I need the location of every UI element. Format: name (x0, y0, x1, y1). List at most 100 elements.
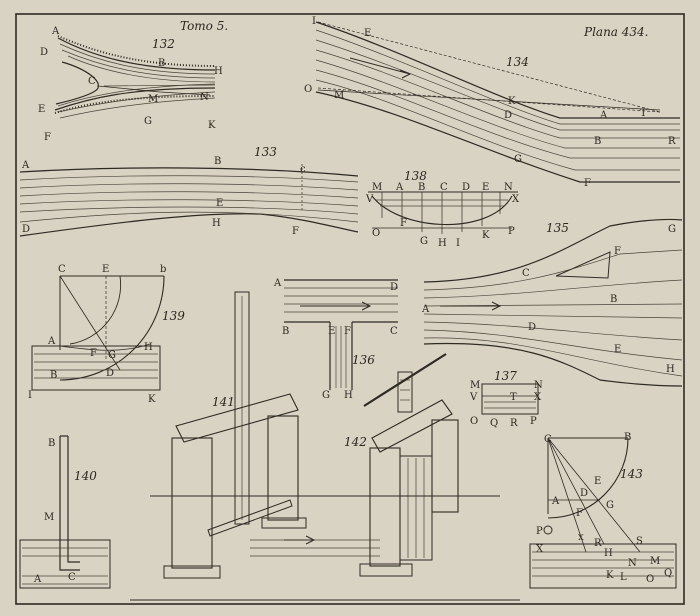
point-label: X (512, 194, 520, 205)
point-label: I (456, 238, 460, 249)
point-label: c (300, 164, 306, 175)
point-label: F (292, 226, 299, 237)
point-label: G (322, 390, 330, 401)
figure-142: 142 (344, 353, 459, 577)
point-label: B (418, 182, 425, 193)
figure-139-number: 139 (162, 309, 185, 323)
point-label: G (606, 500, 614, 511)
point-label: D (528, 322, 536, 333)
point-label: D (106, 368, 114, 379)
point-label: H (438, 238, 447, 249)
point-label: G (420, 236, 428, 247)
point-label: M (44, 512, 54, 523)
point-label: B (282, 326, 289, 337)
figure-134: 134 I E O M K D A T B R G F (304, 16, 680, 189)
figure-139: 139 C E b A F G H B D I K (28, 264, 185, 405)
point-label: F (584, 178, 591, 189)
point-label: P (508, 226, 515, 237)
point-label: C (544, 434, 552, 445)
point-label: D (580, 488, 588, 499)
point-label: O (304, 84, 312, 95)
point-label: I (28, 390, 32, 401)
point-label: Q (490, 418, 498, 429)
point-label: G (668, 224, 676, 235)
point-label: M (470, 380, 480, 391)
point-label: P (536, 526, 543, 537)
point-label: G (514, 154, 522, 165)
point-label: E (482, 182, 489, 193)
point-label: F (44, 132, 51, 143)
point-label: A (47, 336, 56, 347)
figure-134-number: 134 (506, 55, 529, 69)
point-label: Q (664, 568, 672, 579)
volume-label: Tomo 5. (180, 19, 228, 33)
point-label: E (328, 326, 335, 337)
point-label: K (208, 120, 216, 131)
point-label: A (395, 182, 404, 193)
point-label: C (522, 268, 530, 279)
point-label: A (551, 496, 560, 507)
point-label: E (614, 344, 621, 355)
plate-border (15, 13, 685, 605)
point-label: N (534, 380, 543, 391)
point-label: O (470, 416, 478, 427)
point-label: I (312, 16, 316, 27)
point-label: M (334, 90, 344, 101)
point-label: E (216, 198, 223, 209)
point-label: B (50, 370, 57, 381)
point-label: F (614, 246, 621, 257)
point-label: M (650, 556, 660, 567)
point-label: E (102, 264, 109, 275)
figure-140: 140 B M A C (19, 435, 111, 589)
point-label: X (536, 544, 544, 555)
point-label: H (214, 66, 223, 77)
point-label: B (214, 156, 221, 167)
point-label: b (160, 264, 166, 275)
point-label: A (599, 110, 608, 121)
point-label: H (212, 218, 221, 229)
point-label: H (344, 390, 353, 401)
figure-142-number: 142 (344, 435, 367, 449)
point-label: C (88, 76, 96, 87)
point-label: E (594, 476, 601, 487)
point-label: A (51, 26, 60, 37)
point-label: B (610, 294, 617, 305)
point-label: F (576, 508, 583, 519)
figure-143: 143 C B A D E F G P x X R S H N M K L O … (529, 432, 677, 589)
point-label: N (504, 182, 513, 193)
point-label: A (421, 304, 430, 315)
figure-135-number: 135 (546, 221, 569, 235)
point-label: N (200, 92, 209, 103)
figure-133-number: 133 (254, 145, 277, 159)
point-label: C (58, 264, 66, 275)
figure-137-number: 137 (494, 369, 517, 383)
point-label: R (668, 136, 676, 147)
point-label: L (620, 572, 627, 583)
point-label: B (48, 438, 55, 449)
point-label: K (148, 394, 156, 405)
figure-136-number: 136 (352, 353, 375, 367)
point-label: H (604, 548, 613, 559)
figure-137: 137 M N V T X O Q R P (469, 369, 543, 429)
point-label: X (534, 392, 542, 403)
point-label: D (462, 182, 470, 193)
plate-label: Plana 434. (583, 25, 648, 39)
point-label: M (148, 94, 158, 105)
figure-138: 138 M A B C D E N V X O F G H I K P (365, 169, 520, 249)
point-label: R (510, 418, 518, 429)
point-label: E (364, 28, 371, 39)
point-label: H (144, 342, 153, 353)
point-label: O (646, 574, 654, 585)
point-label: K (508, 96, 516, 107)
point-label: K (606, 570, 614, 581)
figure-138-number: 138 (404, 169, 427, 183)
point-label: A (33, 574, 42, 585)
point-label: O (372, 228, 380, 239)
point-label: F (90, 348, 97, 359)
figure-141: 141 (130, 291, 520, 601)
point-label: B (594, 136, 601, 147)
point-label: C (68, 572, 76, 583)
point-label: x (578, 532, 584, 543)
figure-136: 136 A D B E F C G H (273, 278, 398, 401)
